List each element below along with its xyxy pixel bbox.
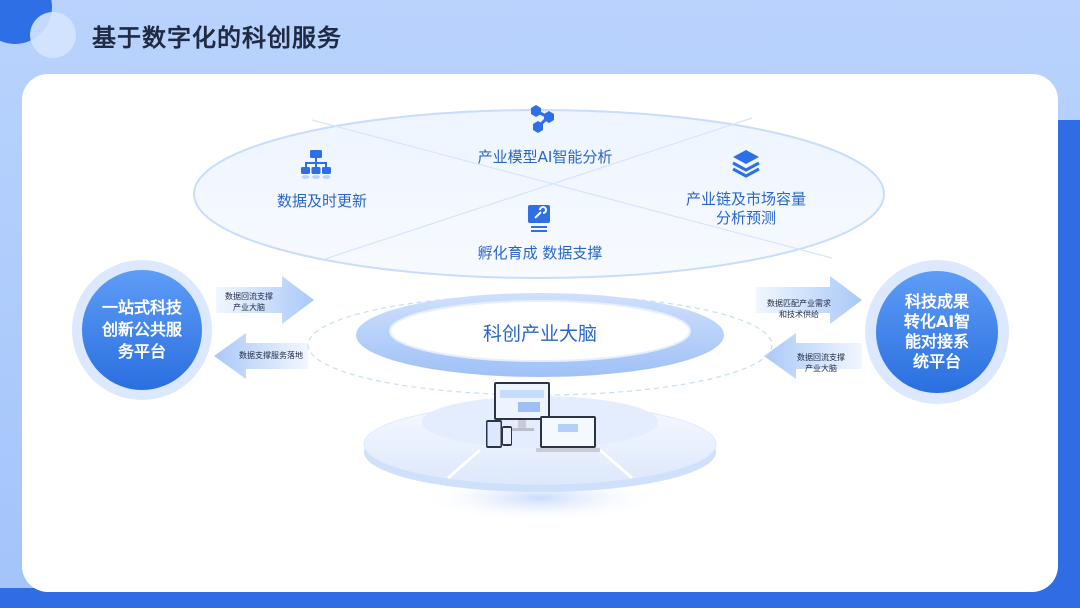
right-node-line-3: 能对接系 bbox=[904, 332, 969, 351]
stack-layers-icon bbox=[731, 148, 761, 178]
right-node: 科技成果 转化AI智 能对接系 统平台 bbox=[876, 271, 998, 393]
brain-label: 科创产业大脑 bbox=[482, 323, 597, 345]
left-node-line-2: 创新公共服 bbox=[101, 320, 182, 339]
decor-stripe-bottom bbox=[0, 588, 1080, 608]
decor-circle-light bbox=[30, 12, 76, 58]
left-node-line-3: 务平台 bbox=[117, 342, 166, 361]
share-nodes-icon bbox=[528, 103, 558, 133]
chain-forecast-label-1: 产业链及市场容量 bbox=[685, 190, 806, 208]
right-node-line-4: 统平台 bbox=[912, 352, 961, 371]
right-node-line-2: 转化AI智 bbox=[903, 312, 971, 331]
page-title: 基于数字化的科创服务 bbox=[92, 24, 342, 52]
arrow-right-in-text-1: 数据匹配产业需求 bbox=[767, 299, 831, 308]
data-update-label: 数据及时更新 bbox=[276, 192, 367, 210]
org-chart-icon bbox=[300, 148, 332, 180]
brain-ring bbox=[356, 293, 724, 377]
wrench-doc-icon bbox=[527, 204, 551, 234]
left-node-line-1: 一站式科技 bbox=[101, 298, 182, 317]
arrow-left-in-text: 数据支撑服务落地 bbox=[239, 351, 303, 360]
right-node-line-1: 科技成果 bbox=[904, 292, 969, 311]
arrow-right-out-text-2: 产业大脑 bbox=[805, 364, 837, 373]
arrow-right-out-text-1: 数据回流支撑 bbox=[797, 353, 845, 362]
arrow-left-out-text-2: 产业大脑 bbox=[233, 303, 265, 312]
arrow-right-in-text-2: 和技术供给 bbox=[779, 310, 819, 319]
arrow-left-out-text-1: 数据回流支撑 bbox=[225, 292, 273, 301]
left-node: 一站式科技 创新公共服 务平台 bbox=[82, 270, 202, 390]
model-analysis-label: 产业模型AI智能分析 bbox=[477, 148, 613, 166]
devices-icon bbox=[486, 382, 600, 452]
incubate-label: 孵化育成 数据支撑 bbox=[477, 244, 603, 262]
chain-forecast-label-2: 分析预测 bbox=[715, 209, 776, 227]
